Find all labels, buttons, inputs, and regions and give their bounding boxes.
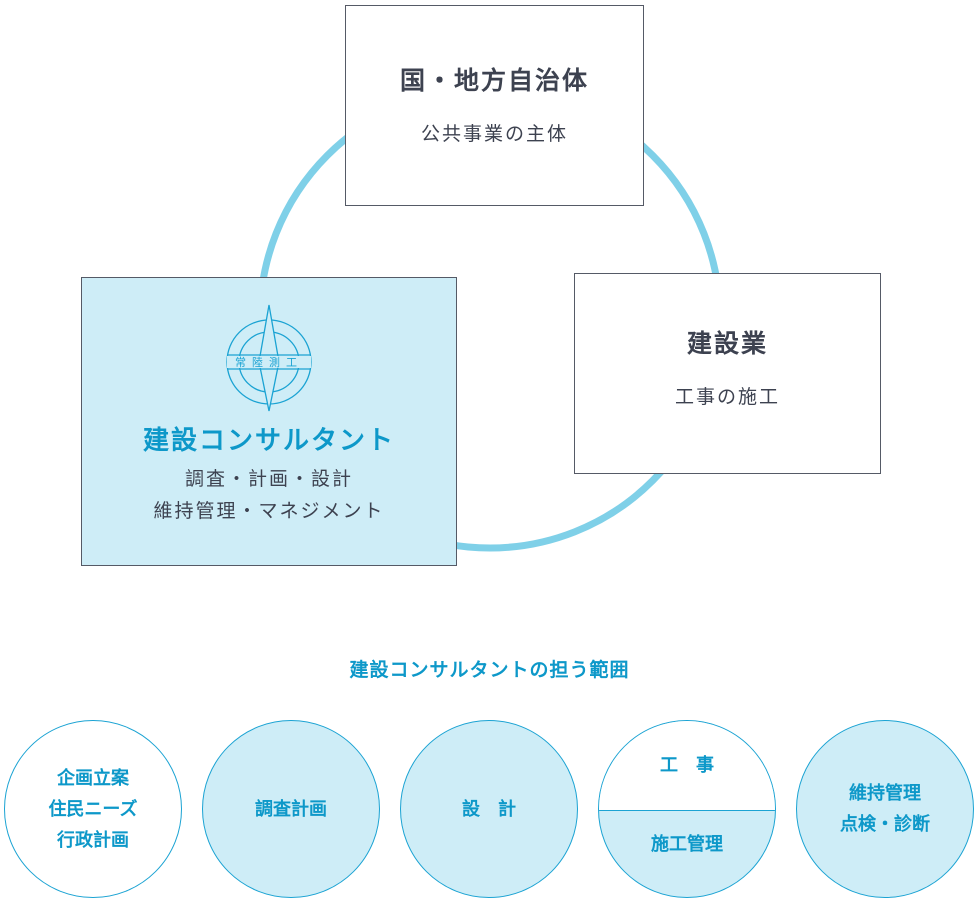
- government-box: 国・地方自治体 公共事業の主体: [345, 5, 644, 206]
- construction-subtitle: 工事の施工: [674, 386, 780, 408]
- government-title: 国・地方自治体: [399, 66, 589, 95]
- scope-item: 行政計画: [57, 829, 129, 851]
- scope-item: 住民ニーズ: [48, 798, 138, 820]
- scope-item: 設 計: [462, 798, 516, 820]
- consultant-line2: 維持管理・マネジメント: [153, 500, 385, 522]
- scope-item: 施工管理: [651, 833, 723, 855]
- scope-item: 調査計画: [255, 798, 327, 820]
- scope-construction: 工 事 施工管理: [598, 720, 776, 898]
- government-subtitle: 公共事業の主体: [420, 123, 568, 145]
- svg-text:常陸測工: 常陸測工: [235, 355, 303, 369]
- consultant-line1: 調査・計画・設計: [184, 468, 353, 490]
- construction-box: 建設業 工事の施工: [574, 273, 881, 474]
- scope-item: 維持管理: [849, 783, 921, 804]
- scope-survey: 調査計画: [202, 720, 380, 898]
- scope-item: 企画立案: [57, 767, 129, 789]
- scope-planning: 企画立案 住民ニーズ 行政計画: [4, 720, 182, 898]
- consultant-box: 常陸測工 建設コンサルタント 調査・計画・設計 維持管理・マネジメント: [81, 277, 457, 566]
- consultant-title: 建設コンサルタント: [142, 426, 395, 456]
- scope-item: 点検・診断: [840, 814, 930, 835]
- company-logo: 常陸測工: [226, 304, 312, 412]
- scope-item: 工 事: [660, 755, 714, 776]
- scope-heading: 建設コンサルタントの担う範囲: [349, 659, 630, 681]
- scope-maintenance: 維持管理 点検・診断: [796, 720, 974, 898]
- construction-title: 建設業: [686, 329, 768, 358]
- scope-design: 設 計: [400, 720, 578, 898]
